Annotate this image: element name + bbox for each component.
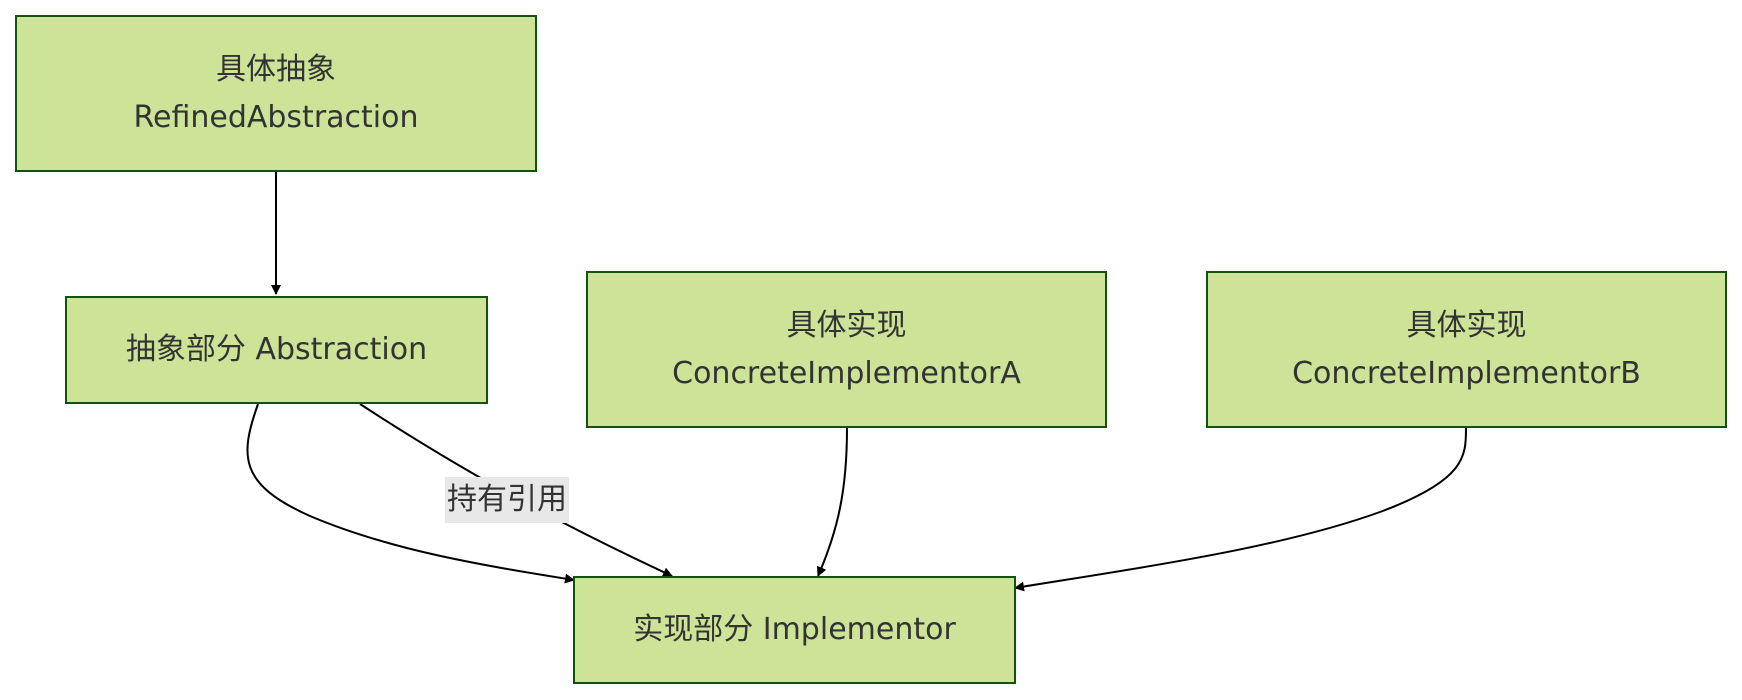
node-implementor-label: 实现部分 Implementor (633, 612, 956, 647)
node-concrete-implementor-a-name: ConcreteImplementorA (672, 355, 1021, 391)
node-abstraction: 抽象部分 Abstraction (65, 296, 488, 404)
edge-label-holds-reference: 持有引用 (445, 477, 569, 523)
edge-concrete-a-to-implementor (817, 427, 848, 577)
node-concrete-implementor-a: 具体实现 ConcreteImplementorA (586, 271, 1107, 428)
node-concrete-implementor-b-name: ConcreteImplementorB (1292, 355, 1641, 391)
node-refined-abstraction-title: 具体抽象 (216, 51, 336, 87)
edge-concrete-b-to-implementor (1014, 427, 1467, 592)
node-abstraction-label: 抽象部分 Abstraction (125, 332, 428, 367)
node-concrete-implementor-b: 具体实现 ConcreteImplementorB (1206, 271, 1727, 428)
node-concrete-implementor-b-title: 具体实现 (1406, 307, 1527, 343)
edge-abstraction-to-implementor (246, 403, 575, 584)
node-implementor: 实现部分 Implementor (573, 576, 1016, 684)
node-refined-abstraction-name: RefinedAbstraction (133, 99, 419, 135)
node-concrete-implementor-a-title: 具体实现 (786, 307, 907, 343)
node-refined-abstraction: 具体抽象 RefinedAbstraction (15, 15, 537, 172)
